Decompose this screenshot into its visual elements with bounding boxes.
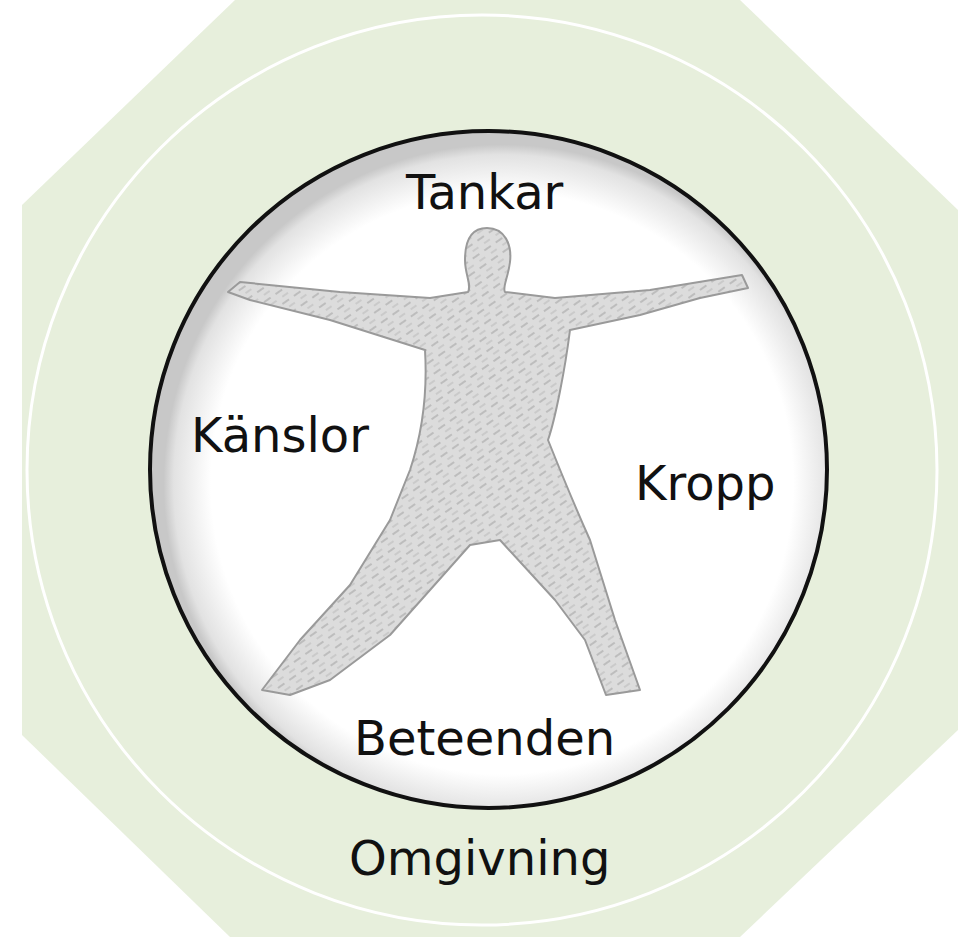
circle-outline [150, 131, 827, 808]
octagon-shape [22, 0, 958, 937]
node-label: Kropp [635, 457, 775, 510]
node-label: Omgivning [349, 832, 610, 885]
node-label: Tankar [406, 166, 563, 219]
node-label: Beteenden [354, 712, 615, 765]
person-circle: TankarKänslorKroppBeteenden [147, 128, 830, 811]
white-ring [27, 15, 937, 925]
node-label: Känslor [191, 409, 369, 462]
